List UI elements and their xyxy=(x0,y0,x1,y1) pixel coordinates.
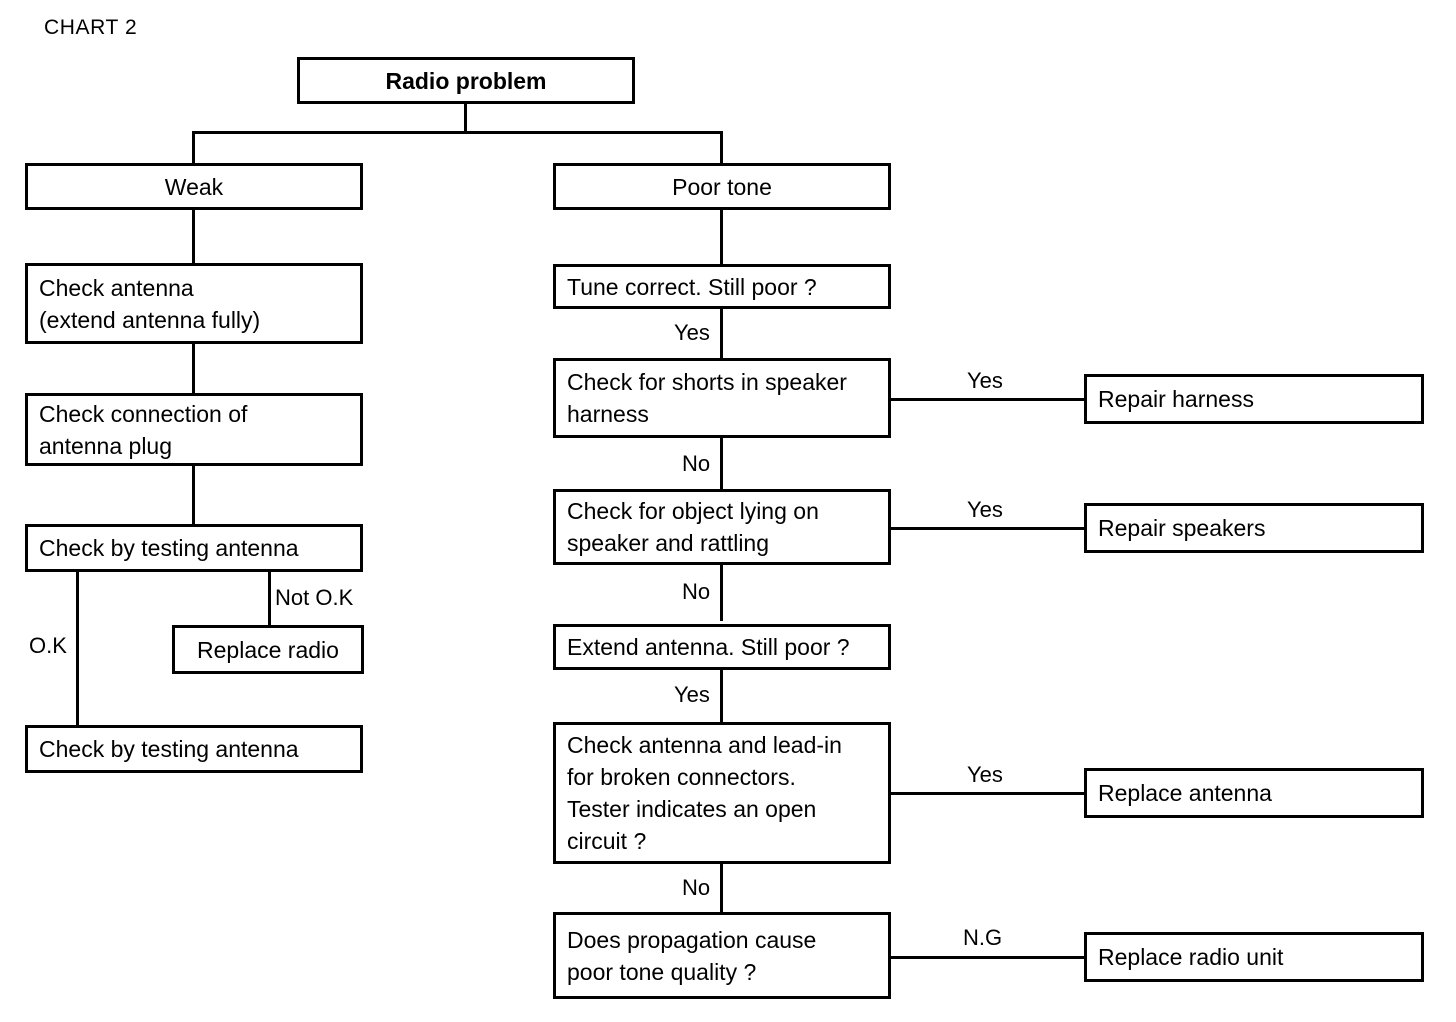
node-extend-antenna[interactable]: Extend antenna. Still poor ? xyxy=(553,624,891,670)
edge-radio-problem-down xyxy=(464,102,467,134)
node-tune-correct-label: Tune correct. Still poor ? xyxy=(567,273,817,300)
node-repair-speakers-label: Repair speakers xyxy=(1098,515,1266,541)
node-weak-label: Weak xyxy=(164,173,224,200)
edge-label-ok: O.K xyxy=(28,633,68,658)
node-check-shorts-label: Check for shorts in speaker harness xyxy=(567,369,847,427)
node-check-testing-antenna-2-label: Check by testing antenna xyxy=(39,736,299,762)
edge-label-yes-lead-in: Yes xyxy=(966,762,1004,787)
node-replace-radio-unit-label: Replace radio unit xyxy=(1098,944,1284,970)
node-repair-harness[interactable]: Repair harness xyxy=(1084,374,1424,424)
node-repair-speakers[interactable]: Repair speakers xyxy=(1084,503,1424,553)
edge-extend-antenna-to-check-lead-in xyxy=(720,668,723,724)
node-check-testing-antenna-1[interactable]: Check by testing antenna xyxy=(25,524,363,572)
node-check-testing-antenna-2[interactable]: Check by testing antenna xyxy=(25,725,363,773)
edge-check-object-to-repair-speakers xyxy=(888,527,1086,530)
edge-check-antenna-to-check-connection xyxy=(192,342,195,398)
node-check-object-label: Check for object lying on speaker and ra… xyxy=(567,498,819,556)
edge-does-propagation-to-replace-radio-unit xyxy=(888,956,1086,959)
node-check-shorts[interactable]: Check for shorts in speaker harness xyxy=(553,358,891,438)
node-check-testing-antenna-1-label: Check by testing antenna xyxy=(39,535,299,561)
node-replace-radio-label: Replace radio xyxy=(197,636,339,663)
node-check-antenna[interactable]: Check antenna (extend antenna fully) xyxy=(25,263,363,344)
node-repair-harness-label: Repair harness xyxy=(1098,386,1254,412)
node-tune-correct[interactable]: Tune correct. Still poor ? xyxy=(553,264,891,309)
node-check-lead-in-label: Check antenna and lead-in for broken con… xyxy=(567,732,842,854)
edge-check-shorts-to-repair-harness xyxy=(888,398,1086,401)
edge-check-lead-in-to-does-propagation xyxy=(720,862,723,914)
edge-poor-tone-to-tune-correct xyxy=(720,208,723,264)
node-replace-radio[interactable]: Replace radio xyxy=(172,625,364,674)
node-radio-problem[interactable]: Radio problem xyxy=(297,57,635,104)
page-title: CHART 2 xyxy=(44,16,138,39)
edge-check-object-to-extend-antenna xyxy=(720,563,723,621)
edge-label-no-shorts: No xyxy=(681,451,712,476)
edge-ok-down xyxy=(76,570,79,728)
node-replace-radio-unit[interactable]: Replace radio unit xyxy=(1084,932,1424,982)
node-poor-tone[interactable]: Poor tone xyxy=(553,163,891,210)
node-does-propagation[interactable]: Does propagation cause poor tone quality… xyxy=(553,912,891,999)
node-check-object[interactable]: Check for object lying on speaker and ra… xyxy=(553,489,891,565)
node-replace-antenna[interactable]: Replace antenna xyxy=(1084,768,1424,818)
edge-label-ng-propagation: N.G xyxy=(962,925,1004,950)
edge-label-yes-tune: Yes xyxy=(673,320,711,345)
node-does-propagation-label: Does propagation cause poor tone quality… xyxy=(567,926,817,985)
edge-label-not-ok: Not O.K xyxy=(274,585,355,610)
node-check-connection-label: Check connection of antenna plug xyxy=(39,400,248,459)
edge-tune-correct-to-check-shorts xyxy=(720,307,723,361)
node-extend-antenna-label: Extend antenna. Still poor ? xyxy=(567,634,850,660)
edge-split-to-weak xyxy=(192,131,195,165)
edge-check-lead-in-to-replace-antenna xyxy=(888,792,1086,795)
edge-not-ok-down xyxy=(268,570,271,626)
edge-label-yes-extend: Yes xyxy=(673,682,711,707)
node-check-antenna-label: Check antenna (extend antenna fully) xyxy=(39,274,261,333)
edge-check-shorts-to-check-object xyxy=(720,436,723,492)
edge-label-no-lead-in: No xyxy=(681,875,712,900)
edge-split-bar xyxy=(192,131,723,134)
edge-label-yes-object: Yes xyxy=(966,497,1004,522)
edge-check-connection-to-check-testing xyxy=(192,464,195,526)
edge-weak-to-check-antenna xyxy=(192,208,195,264)
edge-label-no-object: No xyxy=(681,579,712,604)
edge-split-to-poor-tone xyxy=(720,131,723,165)
node-check-connection[interactable]: Check connection of antenna plug xyxy=(25,393,363,466)
node-check-lead-in[interactable]: Check antenna and lead-in for broken con… xyxy=(553,722,891,864)
node-radio-problem-label: Radio problem xyxy=(385,67,547,94)
node-replace-antenna-label: Replace antenna xyxy=(1098,780,1272,806)
edge-label-yes-shorts: Yes xyxy=(966,368,1004,393)
node-weak[interactable]: Weak xyxy=(25,163,363,210)
node-poor-tone-label: Poor tone xyxy=(672,173,772,200)
